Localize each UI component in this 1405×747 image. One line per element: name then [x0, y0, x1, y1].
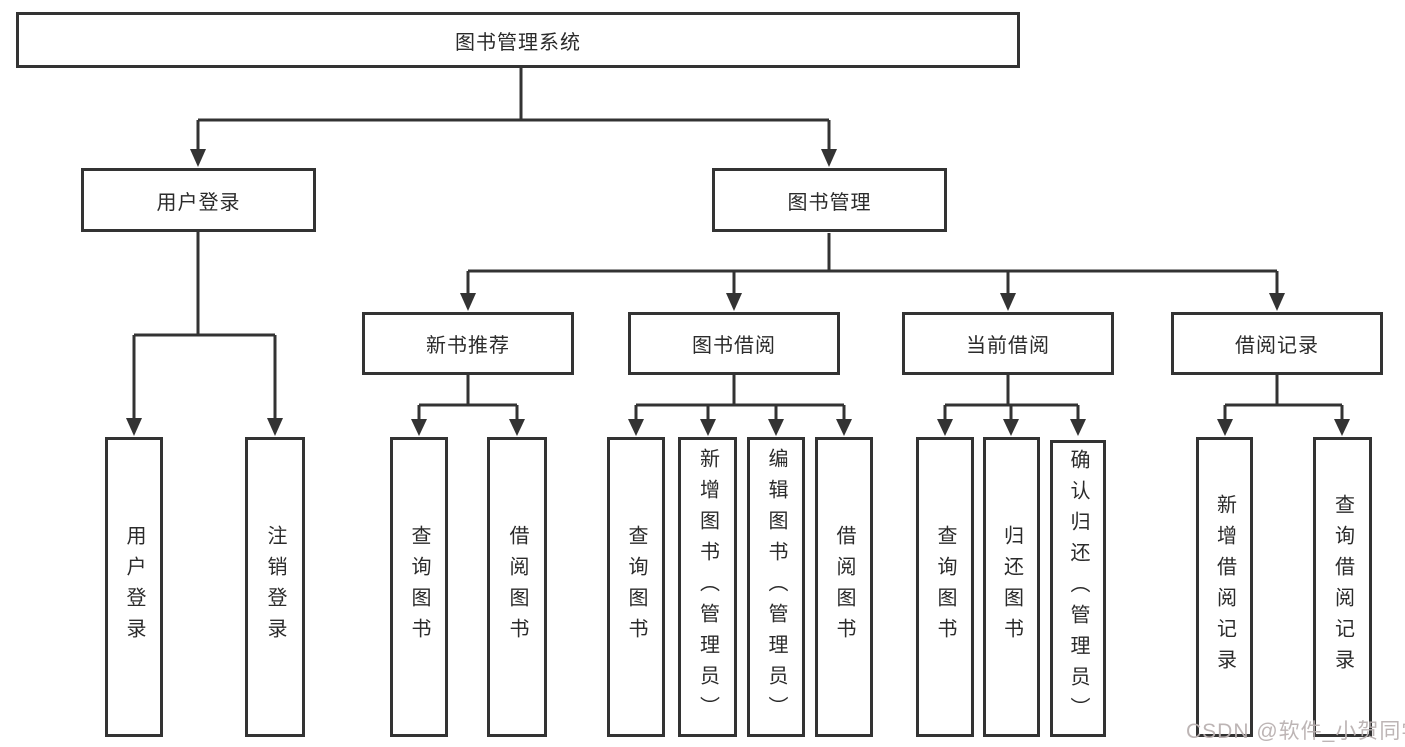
- leaf-query-books-borrowing-label: 查询图书: [625, 525, 647, 649]
- node-book-borrowing-label: 图书借阅: [692, 335, 776, 357]
- node-current-borrowing: 当前借阅: [902, 312, 1114, 375]
- leaf-return-books-label: 归还图书: [1000, 525, 1023, 649]
- leaf-borrow-books-borrowing: 借阅图书: [815, 437, 873, 737]
- leaf-confirm-return-admin-label: 确认归还（管理员）: [1067, 449, 1089, 728]
- leaf-logout: 注销登录: [245, 437, 305, 737]
- node-new-book-recommend-label: 新书推荐: [426, 335, 510, 357]
- node-root: 图书管理系统: [16, 12, 1020, 68]
- leaf-query-borrow-record: 查询借阅记录: [1313, 437, 1372, 737]
- leaf-query-books-current: 查询图书: [916, 437, 974, 737]
- node-new-book-recommend: 新书推荐: [362, 312, 574, 375]
- leaf-return-books: 归还图书: [983, 437, 1040, 737]
- leaf-logout-label: 注销登录: [264, 525, 286, 649]
- leaf-borrow-books-recommend: 借阅图书: [487, 437, 547, 737]
- node-book-borrowing: 图书借阅: [628, 312, 840, 375]
- node-book-management-label: 图书管理: [787, 191, 872, 214]
- node-root-label: 图书管理系统: [455, 31, 581, 54]
- leaf-add-borrow-record: 新增借阅记录: [1196, 437, 1253, 737]
- leaf-borrow-books-borrowing-label: 借阅图书: [833, 525, 855, 649]
- leaf-add-books-admin-label: 新增图书（管理员）: [696, 447, 719, 727]
- leaf-edit-books-admin: 编辑图书（管理员）: [747, 437, 805, 737]
- node-current-borrowing-label: 当前借阅: [966, 335, 1050, 357]
- leaf-query-borrow-record-label: 查询借阅记录: [1331, 494, 1354, 680]
- node-user-login: 用户登录: [81, 168, 316, 232]
- leaf-query-books-borrowing: 查询图书: [607, 437, 665, 737]
- leaf-add-borrow-record-label: 新增借阅记录: [1213, 494, 1236, 680]
- leaf-query-books-recommend: 查询图书: [390, 437, 448, 737]
- leaf-edit-books-admin-label: 编辑图书（管理员）: [765, 447, 787, 727]
- arrowheads: [126, 149, 1350, 436]
- leaf-confirm-return-admin: 确认归还（管理员）: [1050, 440, 1106, 737]
- csdn-watermark: CSDN @软件_小贺同学: [1186, 720, 1405, 743]
- leaf-query-books-recommend-label: 查询图书: [408, 525, 430, 649]
- node-book-management: 图书管理: [712, 168, 947, 232]
- leaf-borrow-books-recommend-label: 借阅图书: [506, 525, 528, 649]
- leaf-add-books-admin: 新增图书（管理员）: [678, 437, 737, 737]
- leaf-user-login-label: 用户登录: [123, 525, 145, 649]
- leaf-user-login: 用户登录: [105, 437, 163, 737]
- leaf-query-books-current-label: 查询图书: [934, 525, 956, 649]
- node-user-login-label: 用户登录: [156, 191, 241, 214]
- node-borrowing-records: 借阅记录: [1171, 312, 1383, 375]
- node-borrowing-records-label: 借阅记录: [1235, 335, 1319, 357]
